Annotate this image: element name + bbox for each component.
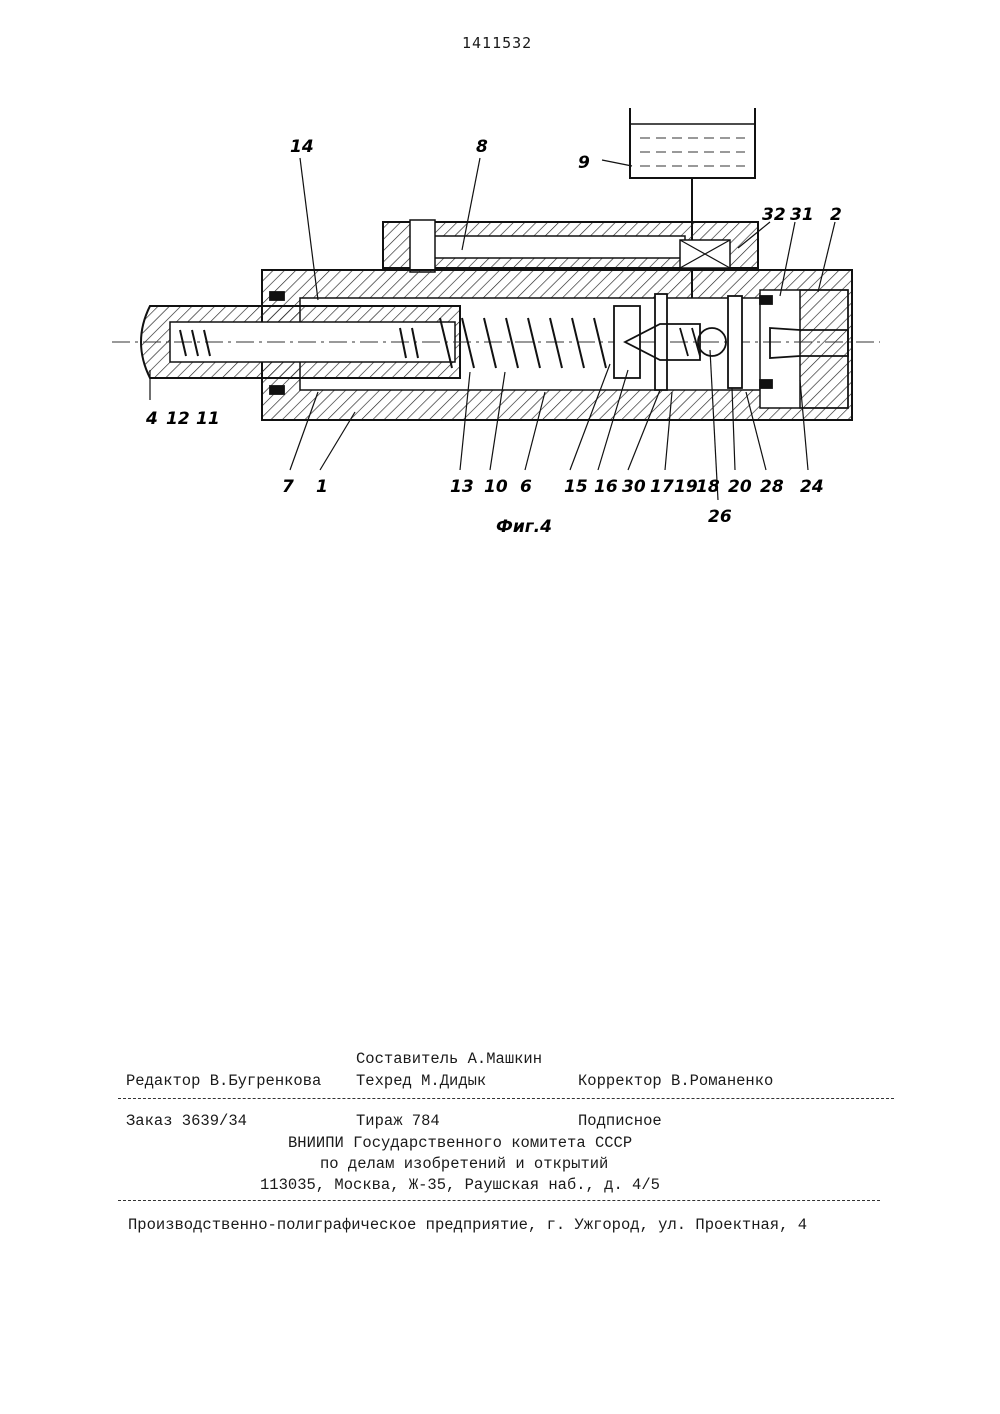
order-number: Заказ 3639/34 [126, 1112, 247, 1130]
label-17: 17 [650, 477, 674, 497]
circulation: Тираж 784 [356, 1112, 440, 1130]
patent-number: 1411532 [462, 34, 533, 52]
editor: Редактор В.Бугренкова [126, 1072, 322, 1090]
technical-drawing: 14 8 9 32 31 2 4 12 11 7 1 13 10 6 15 16… [112, 108, 880, 537]
divider-bottom [118, 1200, 880, 1201]
techred: Техред М.Дидык [356, 1072, 487, 1090]
valve-assembly [269, 291, 849, 395]
label-2: 2 [830, 205, 842, 225]
reservoir [629, 108, 756, 300]
label-4: 4 [145, 409, 158, 429]
label-16: 16 [594, 477, 618, 497]
label-10: 10 [484, 477, 508, 497]
label-14: 14 [290, 137, 314, 157]
label-28: 28 [760, 477, 784, 497]
label-19: 19 [674, 477, 698, 497]
label-30: 30 [622, 477, 646, 497]
printer: Производственно-полиграфическое предприя… [128, 1216, 808, 1234]
label-8: 8 [476, 137, 488, 157]
springs [179, 317, 607, 369]
organization-line1: ВНИИПИ Государственного комитета СССР [288, 1134, 633, 1152]
label-1: 1 [316, 477, 328, 497]
organization-address: 113035, Москва, Ж-35, Раушская наб., д. … [260, 1176, 660, 1194]
label-15: 15 [564, 477, 588, 497]
corrector: Корректор В.Романенко [578, 1072, 774, 1090]
label-7: 7 [282, 477, 294, 497]
label-20: 20 [728, 477, 752, 497]
label-12: 12 [166, 409, 190, 429]
label-24: 24 [800, 477, 824, 497]
label-32: 32 [762, 205, 786, 225]
organization-line2: по делам изобретений и открытий [320, 1155, 609, 1173]
label-13: 13 [450, 477, 474, 497]
label-6: 6 [520, 477, 532, 497]
leader-lines [149, 157, 836, 501]
label-26: 26 [708, 507, 732, 527]
subscription: Подписное [578, 1112, 662, 1130]
divider-top [118, 1098, 894, 1099]
label-31: 31 [790, 205, 814, 225]
compiler: Составитель А.Машкин [356, 1050, 543, 1068]
upper-housing [382, 219, 759, 273]
label-9: 9 [578, 153, 590, 173]
plunger [112, 305, 880, 379]
figure-caption: Фиг.4 [496, 517, 552, 537]
label-18: 18 [696, 477, 720, 497]
label-11: 11 [196, 409, 220, 429]
